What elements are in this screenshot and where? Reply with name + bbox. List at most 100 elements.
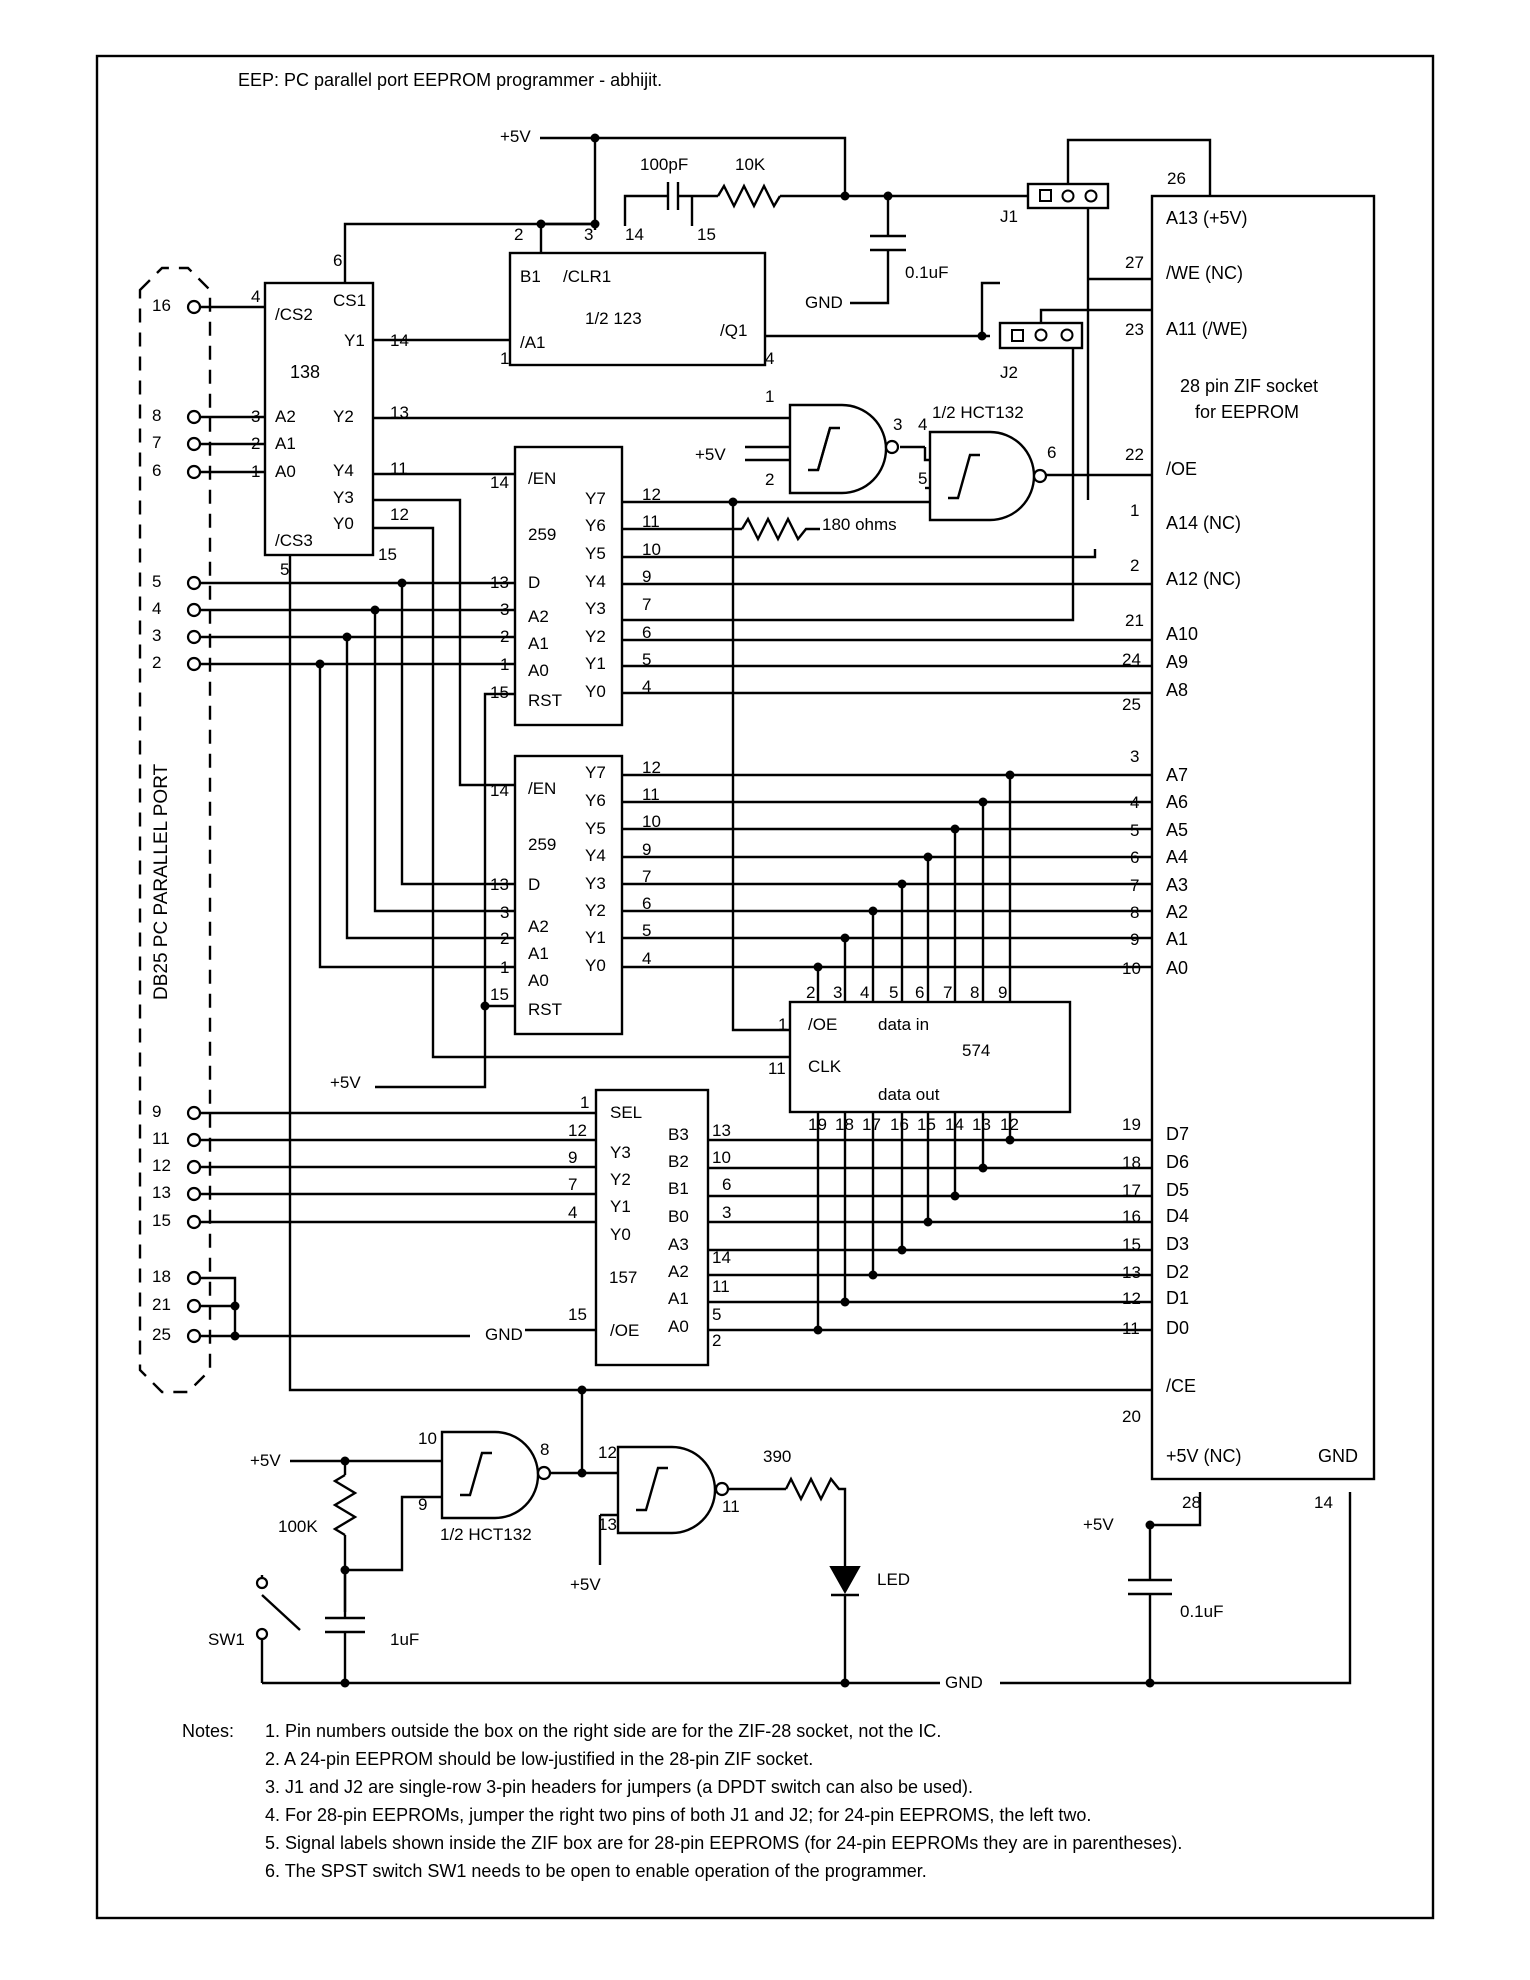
ic-259a-body <box>513 445 624 727</box>
junction-dot <box>923 1217 933 1227</box>
junction-dot <box>1005 770 1015 780</box>
zif-label: A9 <box>1166 652 1188 672</box>
junction-dot <box>897 1245 907 1255</box>
junction-dot <box>977 331 987 341</box>
junction-dot <box>577 1468 587 1478</box>
svg-text:+5V: +5V <box>1083 1515 1114 1534</box>
junction-dot <box>1145 1520 1155 1530</box>
svg-text:4: 4 <box>765 349 774 368</box>
ic-157-body <box>594 1088 710 1367</box>
zif-pin-number: 15 <box>1122 1235 1141 1254</box>
svg-text:Y7: Y7 <box>585 489 606 508</box>
svg-text:Y1: Y1 <box>585 928 606 947</box>
zif-pin-number: 3 <box>1130 747 1139 766</box>
db25-pin[interactable] <box>186 629 202 645</box>
svg-text:4: 4 <box>568 1203 577 1222</box>
svg-text:6: 6 <box>642 623 651 642</box>
svg-text:Y4: Y4 <box>585 572 606 591</box>
svg-text:180 ohms: 180 ohms <box>822 515 897 534</box>
svg-text:Y2: Y2 <box>333 407 354 426</box>
zif-label: D4 <box>1166 1206 1189 1226</box>
db25-pin-number: 4 <box>152 599 161 618</box>
junction-dot <box>897 879 907 889</box>
svg-text:3: 3 <box>833 983 842 1002</box>
svg-text:+5V: +5V <box>250 1451 281 1470</box>
svg-text:9: 9 <box>418 1495 427 1514</box>
zif-label: A3 <box>1166 875 1188 895</box>
svg-text:14: 14 <box>390 331 409 350</box>
junction-dot <box>370 605 380 615</box>
zif-pin-number: 24 <box>1122 650 1141 669</box>
svg-text:9: 9 <box>998 983 1007 1002</box>
junction-dot <box>340 1456 350 1466</box>
db25-pin-number: 18 <box>152 1267 171 1286</box>
svg-text:5: 5 <box>712 1305 721 1324</box>
zif-label: D3 <box>1166 1234 1189 1254</box>
svg-text:data in: data in <box>878 1015 929 1034</box>
svg-text:Y2: Y2 <box>610 1170 631 1189</box>
svg-text:Y4: Y4 <box>585 846 606 865</box>
db25-pin[interactable] <box>186 1159 202 1175</box>
db25-pin[interactable] <box>186 1132 202 1148</box>
db25-pin[interactable] <box>186 1328 202 1344</box>
svg-text:5: 5 <box>918 469 927 488</box>
svg-text:14: 14 <box>625 225 644 244</box>
junction-dot <box>950 1191 960 1201</box>
db25-pin[interactable] <box>186 1214 202 1230</box>
svg-text:A1: A1 <box>528 944 549 963</box>
zif-label: A0 <box>1166 958 1188 978</box>
db25-pin[interactable] <box>186 1105 202 1121</box>
svg-text:Y1: Y1 <box>344 331 365 350</box>
svg-text:A2: A2 <box>668 1262 689 1281</box>
db25-pin[interactable] <box>186 656 202 672</box>
junction-dot <box>923 852 933 862</box>
svg-text:for EEPROM: for EEPROM <box>1195 402 1299 422</box>
svg-text:0.1uF: 0.1uF <box>1180 1602 1223 1621</box>
svg-text:2: 2 <box>712 1331 721 1350</box>
junction-dot <box>590 219 600 229</box>
nand-gate-4 <box>616 1445 730 1535</box>
svg-text:Y5: Y5 <box>585 819 606 838</box>
svg-text:1/2 HCT132: 1/2 HCT132 <box>932 403 1024 422</box>
db25-pin[interactable] <box>186 299 202 315</box>
zif-pin-number: 14 <box>1314 1493 1333 1512</box>
svg-text:A0: A0 <box>275 462 296 481</box>
svg-text:1: 1 <box>778 1015 787 1034</box>
svg-text:15: 15 <box>917 1115 936 1134</box>
db25-pin-number: 13 <box>152 1183 171 1202</box>
svg-text:12: 12 <box>568 1121 587 1140</box>
db25-pin-number: 8 <box>152 406 161 425</box>
svg-text:14: 14 <box>712 1248 731 1267</box>
db25-pin[interactable] <box>186 602 202 618</box>
jumper-j2[interactable] <box>998 321 1084 350</box>
svg-text:1: 1 <box>500 349 509 368</box>
svg-text:Y1: Y1 <box>610 1197 631 1216</box>
db25-pin-number: 16 <box>152 296 171 315</box>
junction-dot <box>950 824 960 834</box>
svg-text:B1: B1 <box>520 267 541 286</box>
svg-text:1: 1 <box>500 958 509 977</box>
svg-text:4: 4 <box>860 983 869 1002</box>
jumper-j1[interactable] <box>1026 182 1110 210</box>
svg-text:11: 11 <box>642 512 660 531</box>
db25-pin[interactable] <box>186 1298 202 1314</box>
svg-text:+5V: +5V <box>695 445 726 464</box>
db25-pin[interactable] <box>186 464 202 480</box>
svg-text:Y2: Y2 <box>585 627 606 646</box>
db25-pin[interactable] <box>186 409 202 425</box>
svg-text:Y1: Y1 <box>585 654 606 673</box>
wires <box>138 136 1352 1685</box>
svg-text:A2: A2 <box>528 917 549 936</box>
notes-heading: Notes: <box>182 1721 234 1741</box>
db25-pin[interactable] <box>186 1270 202 1286</box>
db25-pin[interactable] <box>186 436 202 452</box>
svg-text:15: 15 <box>490 683 509 702</box>
svg-text:3: 3 <box>500 600 509 619</box>
db25-pin[interactable] <box>186 1186 202 1202</box>
svg-text:3: 3 <box>500 903 509 922</box>
svg-text:Y3: Y3 <box>610 1143 631 1162</box>
zif-pin-number: 20 <box>1122 1407 1141 1426</box>
db25-pin[interactable] <box>186 575 202 591</box>
